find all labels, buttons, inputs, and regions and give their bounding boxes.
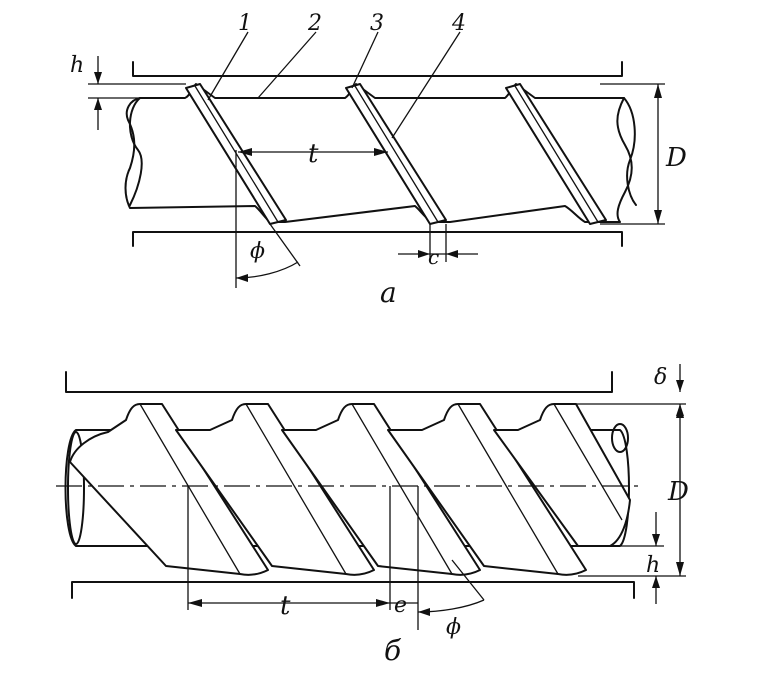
figure-a-caption: a bbox=[380, 276, 397, 309]
figure-a-c-arrow-right bbox=[446, 250, 458, 258]
figure-a-h-arrow-bottom bbox=[94, 98, 102, 110]
figure-a-d-arrow-top bbox=[654, 84, 662, 98]
figure-a-bottom-bracket bbox=[132, 231, 623, 247]
figure-b-rib-edge-1 bbox=[139, 403, 241, 575]
figure-a-leader-2 bbox=[257, 31, 317, 99]
figure-a-angle-ray bbox=[269, 223, 301, 267]
figure-b-pitch-arrow-left bbox=[188, 599, 202, 607]
figure-a-right-end bbox=[623, 97, 637, 206]
figure-b-label-e: e bbox=[394, 593, 407, 618]
figure-a-left-end bbox=[129, 97, 143, 206]
figure-a-angle-arrow bbox=[236, 274, 248, 282]
figure-a-leader-4 bbox=[391, 31, 461, 139]
figure-b-pitch-arrow-right bbox=[376, 599, 390, 607]
figure-b-rib-edge-5 bbox=[553, 403, 623, 521]
figure-b-d-arrow-bottom bbox=[676, 562, 684, 576]
figure-a-top-bracket bbox=[132, 61, 623, 77]
figure-b-angle-arrow bbox=[418, 608, 430, 616]
figure-a-label-3: 3 bbox=[370, 11, 384, 36]
figure-b-rib-1 bbox=[69, 403, 269, 576]
figure-b-label-t: t bbox=[280, 591, 291, 621]
figure-b-label-delta: δ bbox=[654, 365, 667, 390]
figure-b-caption: б bbox=[384, 634, 402, 667]
figure-a-pitch-arrow-left bbox=[238, 148, 252, 156]
figure-b-rib-5 bbox=[493, 403, 631, 547]
figure-a-label-phi: ϕ bbox=[250, 239, 265, 264]
figure-b-label-phi: ϕ bbox=[446, 615, 461, 640]
figure-b-right-end bbox=[611, 423, 629, 453]
figure-b-h-arrow-top bbox=[652, 534, 660, 546]
figure-a-rib-2-inner bbox=[354, 85, 439, 223]
figure-b-left-end bbox=[67, 431, 85, 545]
figure-b-rib-edge-4 bbox=[457, 403, 559, 575]
figure-a-h-arrow-top bbox=[94, 72, 102, 84]
figure-b-h-arrow-bottom bbox=[652, 576, 660, 588]
figure-a-c-arrow-left bbox=[418, 250, 430, 258]
figure-a-leader-1 bbox=[207, 31, 249, 101]
figure-a-label-d: D bbox=[665, 143, 687, 173]
figure-b-rib-2 bbox=[175, 403, 375, 576]
figure-b-rib-edge-2 bbox=[245, 403, 347, 575]
figure-a-leader-3 bbox=[351, 31, 379, 89]
figure-b-rib-3 bbox=[281, 403, 481, 576]
figure-b-rib-4 bbox=[387, 403, 587, 576]
figure-a-label-t: t bbox=[308, 139, 319, 169]
figure-a: 1 2 3 4 h t D c ϕ a bbox=[70, 11, 687, 309]
figure-b-bottom-bracket bbox=[71, 581, 635, 599]
figure-a-label-h: h bbox=[70, 53, 84, 78]
figure-a-rib-3-inner bbox=[514, 85, 599, 223]
figure-a-label-2: 2 bbox=[307, 11, 322, 36]
figure-b: δ D h t e ϕ б bbox=[56, 364, 689, 667]
figure-b-rib-edge-3 bbox=[351, 403, 453, 575]
figure-b-angle-ray bbox=[451, 559, 485, 601]
figure-b-top-bracket bbox=[65, 371, 613, 393]
figure-a-label-c: c bbox=[428, 245, 439, 269]
figure-b-label-h: h bbox=[646, 553, 660, 578]
figure-a-label-4: 4 bbox=[451, 11, 466, 36]
figure-a-d-arrow-bottom bbox=[654, 210, 662, 224]
figure-b-delta-arrow-2 bbox=[676, 404, 684, 416]
figure-b-label-d: D bbox=[667, 477, 689, 507]
figure-a-label-1: 1 bbox=[238, 11, 252, 36]
figure-b-delta-arrow bbox=[676, 380, 684, 392]
figure-a-pitch-arrow-right bbox=[374, 148, 388, 156]
